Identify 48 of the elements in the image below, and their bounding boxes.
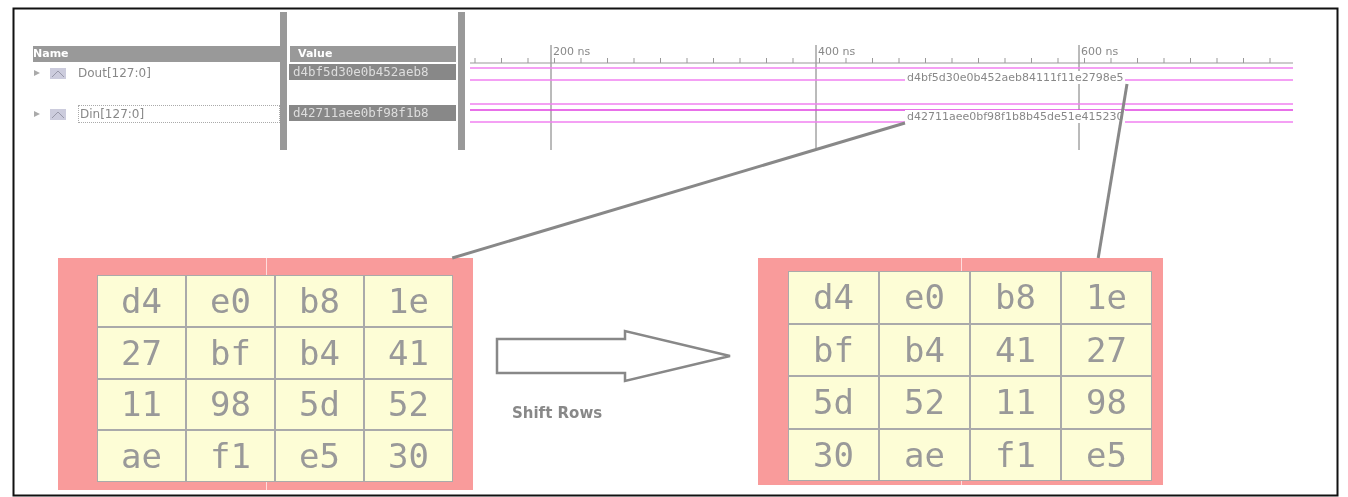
- matrix-cell: ae: [879, 428, 970, 481]
- signal-value: d4bf5d30e0b452aeb84111f11e2798e5: [905, 71, 1126, 84]
- matrix-cell: 11: [970, 376, 1061, 429]
- matrix-cell: 1e: [364, 275, 453, 327]
- matrix-cell: 5d: [275, 378, 364, 431]
- leader-line: [1096, 83, 1129, 259]
- byte-matrix: [58, 258, 473, 490]
- matrix-cell: b4: [275, 326, 364, 379]
- byte-matrix: [758, 258, 1163, 485]
- value-cell: d42711aee0bf98f1b8: [289, 105, 456, 121]
- matrix-cell: d4: [788, 271, 879, 324]
- signal-name: Dout[127:0]: [78, 66, 151, 80]
- matrix-cell: e0: [879, 271, 970, 324]
- matrix-cell: f1: [970, 428, 1061, 481]
- matrix-cell: ae: [97, 430, 186, 482]
- matrix-cell: f1: [186, 430, 275, 482]
- leader-line: [451, 121, 906, 260]
- matrix-cell: e5: [275, 430, 364, 482]
- value-cell: d4bf5d30e0b452aeb8: [289, 64, 456, 80]
- matrix-cell: 11: [97, 378, 186, 431]
- matrix-cell: 5d: [788, 376, 879, 429]
- matrix-cell: 41: [364, 326, 453, 379]
- time-label: 600 ns: [1081, 45, 1119, 58]
- matrix-cell: 52: [364, 378, 453, 431]
- matrix-cell: bf: [186, 326, 275, 379]
- time-label: 200 ns: [553, 45, 591, 58]
- matrix-cell: 30: [788, 428, 879, 481]
- matrix-cell: e5: [1061, 428, 1152, 481]
- column-header: Name: [33, 46, 280, 62]
- matrix-cell: 98: [186, 378, 275, 431]
- time-label: 400 ns: [818, 45, 856, 58]
- column-header: Value: [290, 46, 456, 62]
- signal-name: Din[127:0]: [78, 105, 280, 123]
- matrix-cell: 30: [364, 430, 453, 482]
- matrix-cell: 27: [97, 326, 186, 379]
- matrix-cell: b8: [970, 271, 1061, 324]
- block-arrow: [495, 329, 732, 383]
- matrix-cell: b8: [275, 275, 364, 327]
- matrix-cell: 52: [879, 376, 970, 429]
- matrix-cell: 41: [970, 323, 1061, 376]
- matrix-cell: bf: [788, 323, 879, 376]
- matrix-cell: b4: [879, 323, 970, 376]
- matrix-cell: d4: [97, 275, 186, 327]
- matrix-cell: 1e: [1061, 271, 1152, 324]
- matrix-cell: 98: [1061, 376, 1152, 429]
- matrix-cell: e0: [186, 275, 275, 327]
- edge-label: Shift Rows: [512, 404, 603, 422]
- matrix-cell: 27: [1061, 323, 1152, 376]
